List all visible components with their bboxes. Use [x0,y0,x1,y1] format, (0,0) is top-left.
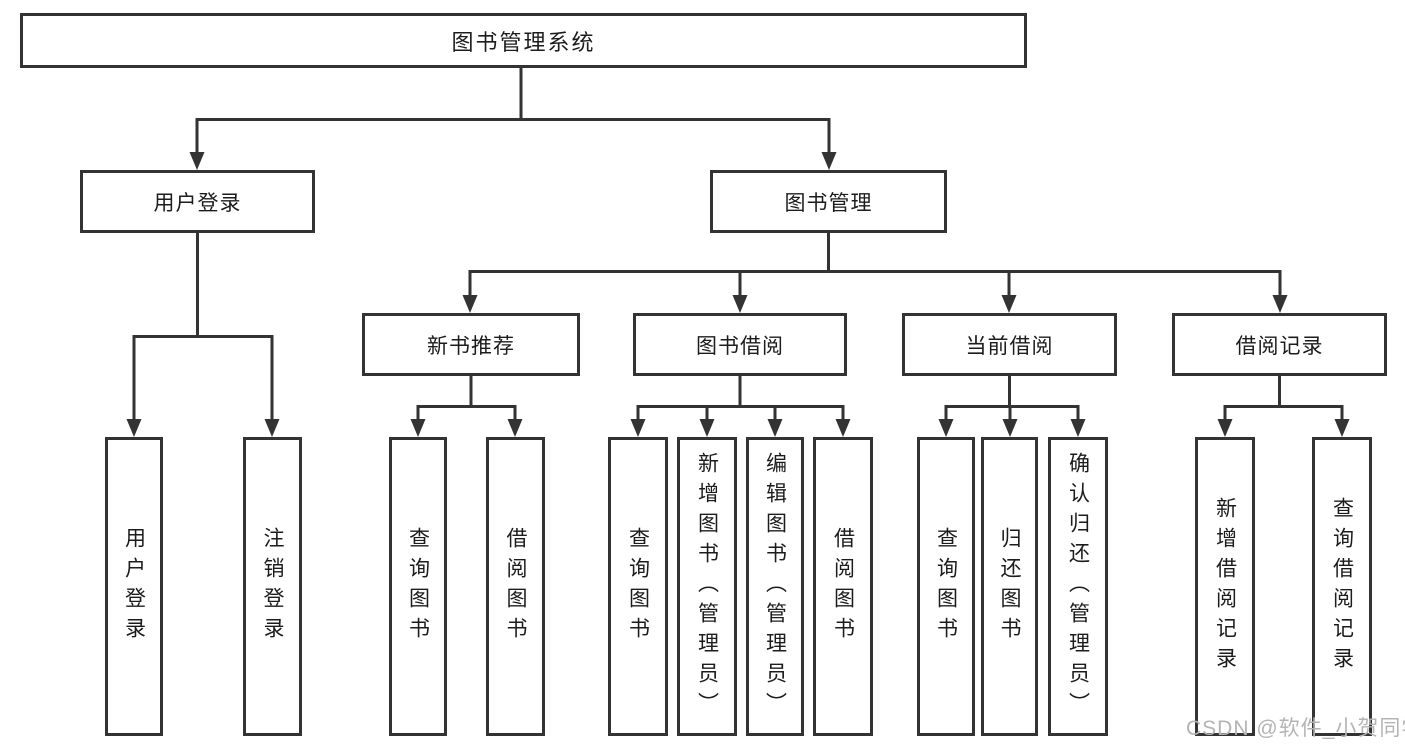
leaf-confirm-return-admin-label: 确认归还（管理员） [1066,451,1090,722]
csdn-watermark: CSDN @软件_小贺同学 [1186,717,1405,740]
leaf-add-borrow-record-label: 新增借阅记录 [1213,496,1237,677]
leaf-query-borrow-record-label: 查询借阅记录 [1330,496,1354,677]
leaf-borrow-books-recommend: 借阅图书 [486,437,545,736]
node-user-login: 用户登录 [80,170,315,233]
node-book-management-label: 图书管理 [784,191,873,215]
leaf-logout: 注销登录 [243,437,302,736]
node-book-borrow: 图书借阅 [633,313,847,376]
leaf-edit-book-admin-label: 编辑图书（管理员） [763,451,787,722]
leaf-query-borrow-record: 查询借阅记录 [1312,437,1372,736]
leaf-user-login-label: 用户登录 [122,526,146,647]
leaf-add-book-admin: 新增图书（管理员） [677,437,737,736]
node-borrow-records: 借阅记录 [1172,313,1387,376]
node-user-login-label: 用户登录 [153,191,242,215]
leaf-query-books-borrow: 查询图书 [608,437,668,736]
node-root: 图书管理系统 [20,13,1027,68]
leaf-borrow-books-label: 借阅图书 [831,526,855,647]
leaf-add-borrow-record: 新增借阅记录 [1195,437,1255,736]
leaf-query-books-current: 查询图书 [917,437,975,736]
node-current-borrow-label: 当前借阅 [965,334,1054,358]
leaf-query-books-current-label: 查询图书 [934,526,958,647]
leaf-edit-book-admin: 编辑图书（管理员） [746,437,804,736]
leaf-return-book: 归还图书 [981,437,1038,736]
node-new-book-recommend-label: 新书推荐 [427,334,515,358]
leaf-logout-label: 注销登录 [261,526,285,647]
node-borrow-records-label: 借阅记录 [1235,334,1324,358]
node-new-book-recommend: 新书推荐 [362,313,580,376]
leaf-borrow-books: 借阅图书 [813,437,873,736]
node-root-label: 图书管理系统 [451,29,596,55]
leaf-query-books-borrow-label: 查询图书 [626,526,650,647]
leaf-borrow-books-recommend-label: 借阅图书 [504,526,528,647]
leaf-user-login: 用户登录 [105,437,163,736]
leaf-query-books-recommend: 查询图书 [389,437,447,736]
node-book-management: 图书管理 [710,170,947,233]
node-book-borrow-label: 图书借阅 [696,334,784,358]
leaf-confirm-return-admin: 确认归还（管理员） [1048,437,1108,736]
arrowheads [126,152,1350,437]
leaf-query-books-recommend-label: 查询图书 [406,526,430,647]
node-current-borrow: 当前借阅 [902,313,1117,376]
leaf-add-book-admin-label: 新增图书（管理员） [695,451,719,722]
leaf-return-book-label: 归还图书 [998,526,1022,647]
